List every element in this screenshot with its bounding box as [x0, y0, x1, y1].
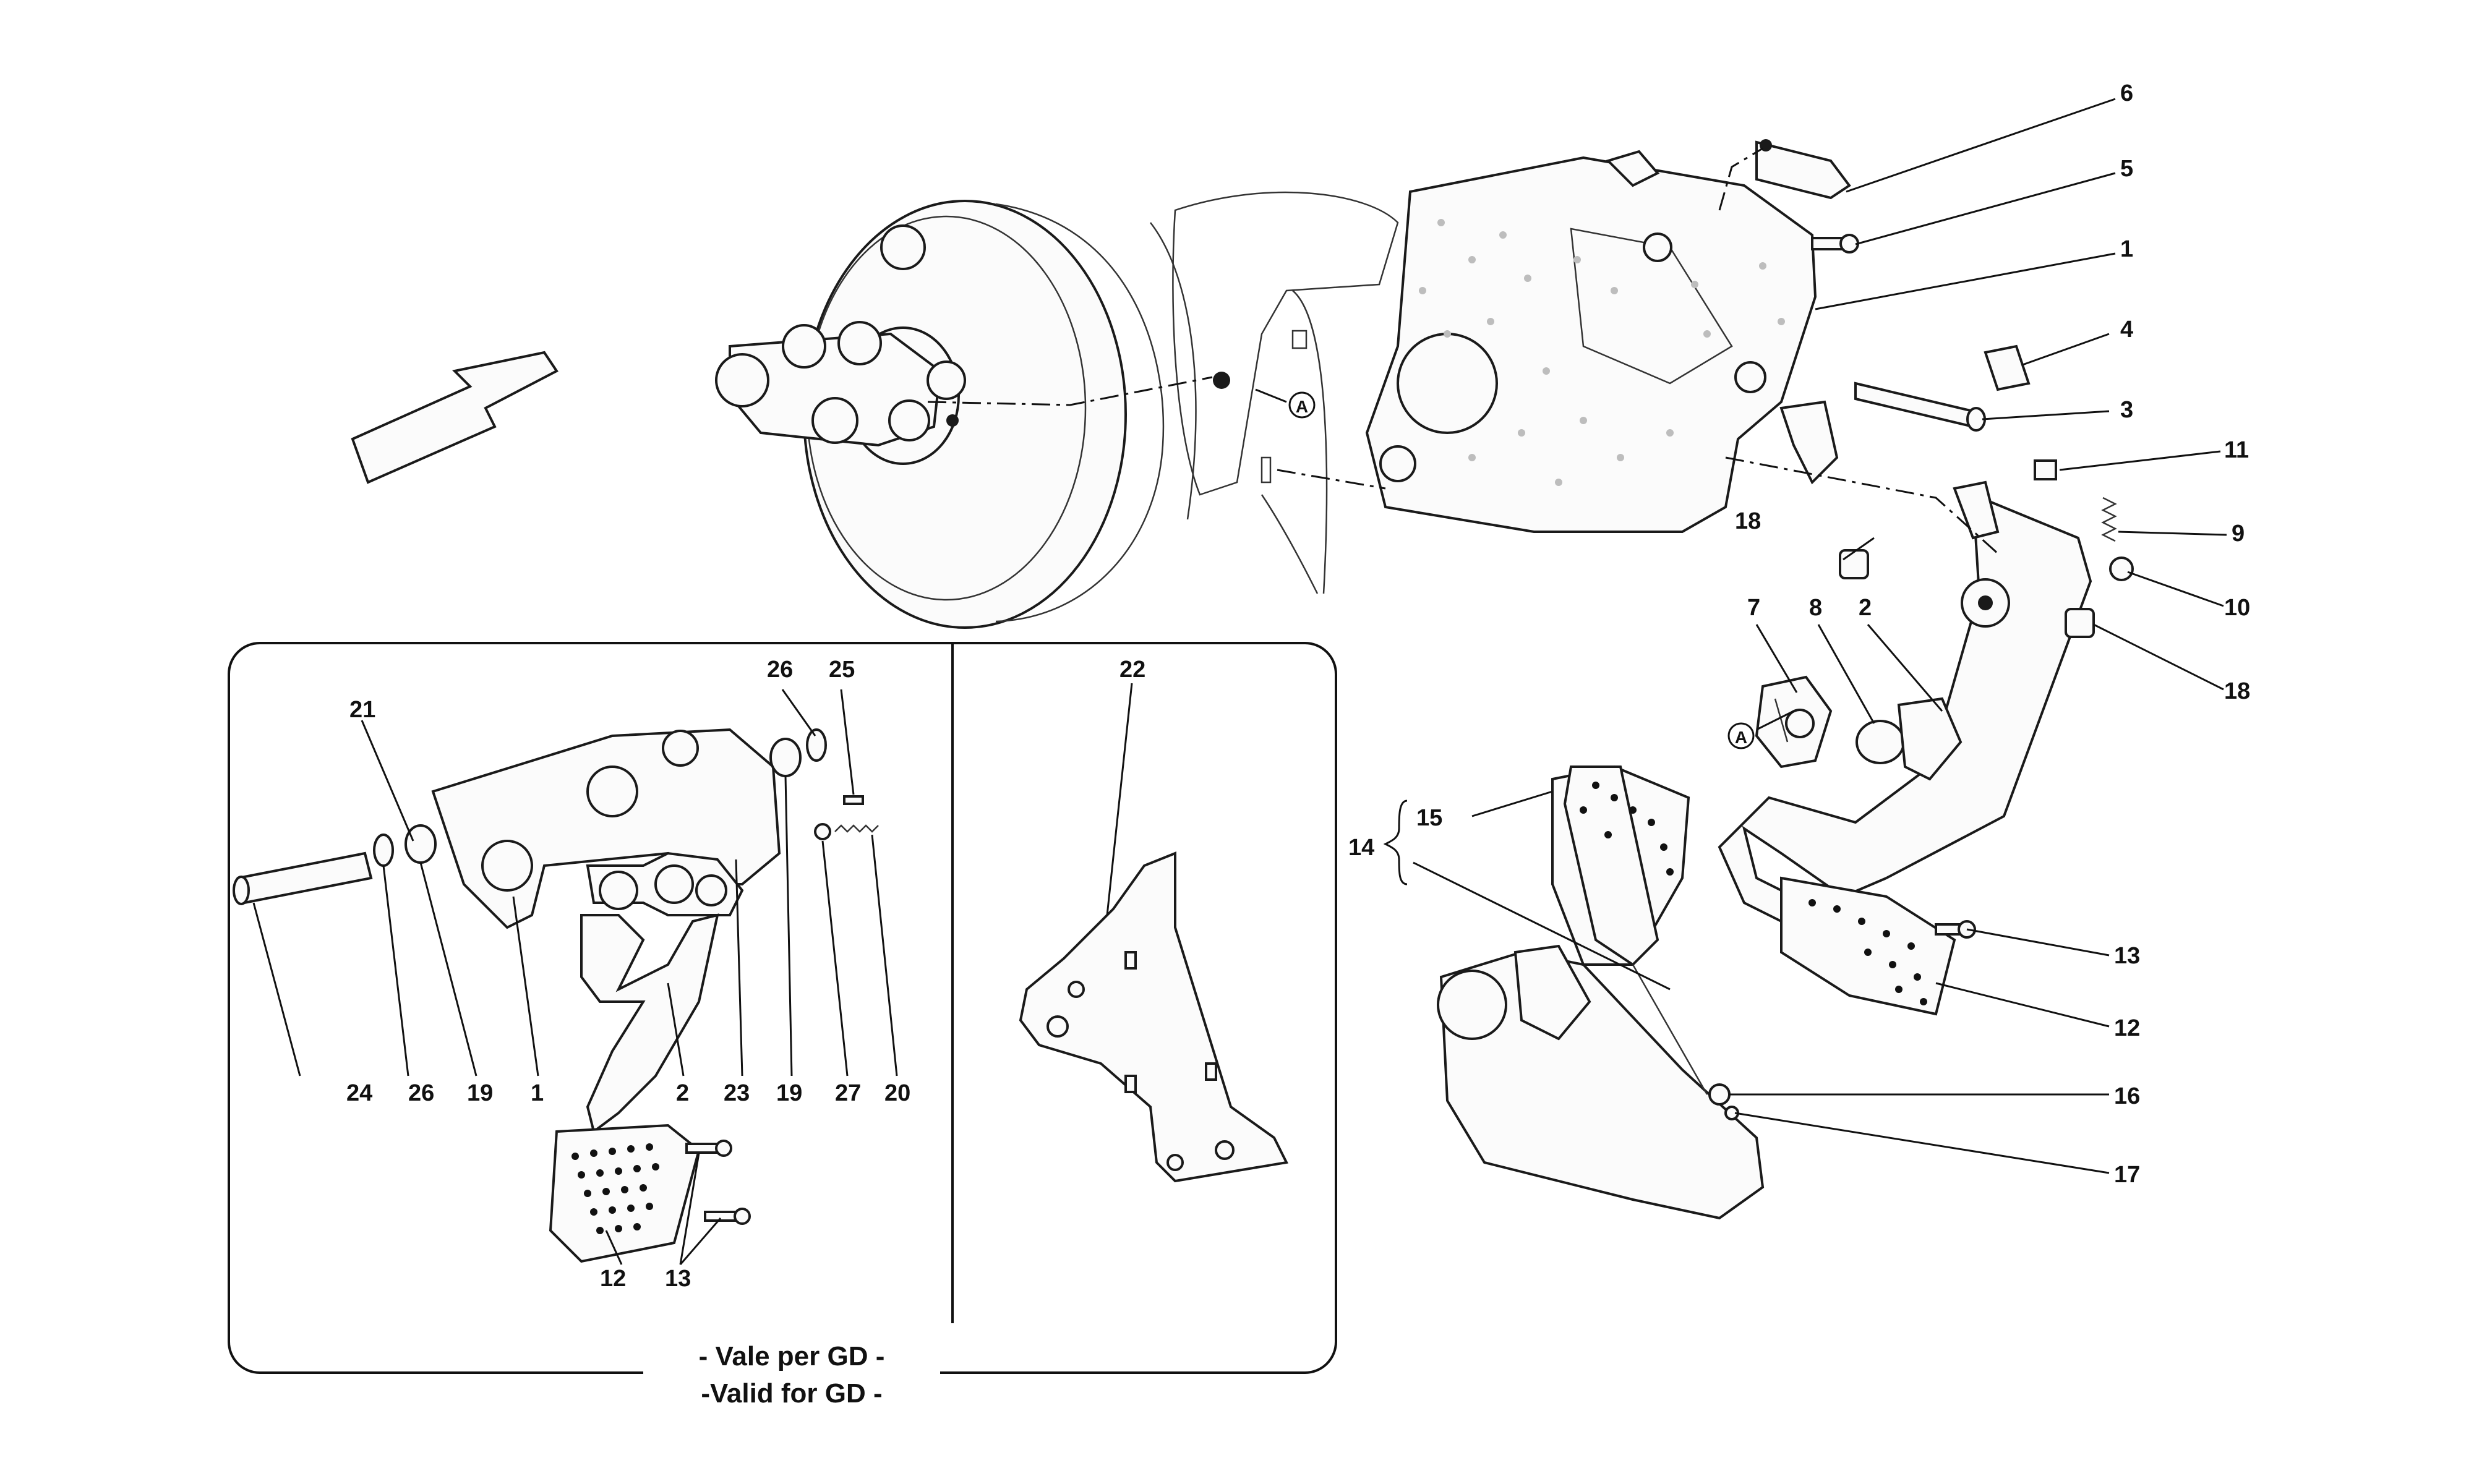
callout-17: 17 — [2114, 1162, 2140, 1188]
callout-19-right: 19 — [776, 1080, 802, 1106]
callout-26-top: 26 — [767, 657, 793, 683]
pin-3 — [1854, 382, 1986, 432]
svg-text:A: A — [1296, 397, 1308, 416]
nut-10 — [2109, 556, 2134, 581]
firewall-plate — [1172, 191, 1399, 594]
inset-bushing-19-right — [769, 738, 802, 777]
callout-9: 9 — [2232, 521, 2245, 547]
callout-7: 7 — [1747, 595, 1760, 621]
callout-10: 10 — [2224, 595, 2250, 621]
spring-9 — [2101, 497, 2117, 542]
svg-text:A: A — [1735, 728, 1747, 747]
inset-pedal-box — [431, 728, 781, 929]
callout-21: 21 — [349, 697, 375, 723]
callout-labels-main: 6 5 1 4 3 11 9 18 10 7 8 2 18 15 14 13 1… — [1348, 80, 2250, 1188]
callout-6: 6 — [2120, 80, 2133, 106]
callout-2-inset: 2 — [676, 1080, 689, 1106]
callout-8: 8 — [1809, 595, 1822, 621]
clip-4 — [1984, 344, 2031, 391]
callout-3: 3 — [2120, 397, 2133, 423]
callout-16: 16 — [2114, 1083, 2140, 1109]
inset-spring-20 — [834, 824, 879, 833]
alignment-lines — [927, 147, 1999, 555]
callout-23: 23 — [724, 1080, 750, 1106]
inset-washer-26-left — [373, 834, 394, 867]
reference-marker-a-lower: A — [1727, 710, 1794, 749]
callout-14: 14 — [1348, 835, 1374, 861]
callout-13-main: 13 — [2114, 943, 2140, 969]
callout-2-main: 2 — [1859, 595, 1872, 621]
callout-labels-inset: 21 26 25 1 2 19 23 24 26 19 27 20 12 13 … — [346, 657, 1145, 1292]
clip-11 — [2034, 459, 2057, 480]
stop-light-switch — [1755, 139, 1851, 200]
callout-22: 22 — [1119, 657, 1145, 683]
note-valid-for-gd: -Valid for GD - — [701, 1378, 882, 1409]
inset-washer-26-right — [806, 728, 827, 762]
callout-18-upper: 18 — [1735, 508, 1761, 534]
callout-26-bottom: 26 — [408, 1080, 434, 1106]
inset-frame — [228, 642, 1337, 1397]
callout-12-inset: 12 — [600, 1266, 626, 1292]
nut-16 — [1708, 1083, 1731, 1106]
inset-screw-25 — [843, 795, 864, 805]
screw-5 — [1811, 234, 1859, 254]
inset-bushing-19-left — [404, 824, 437, 864]
housing-texture — [1419, 219, 1785, 486]
callout-19-left: 19 — [467, 1080, 493, 1106]
inset-nut-27 — [814, 823, 831, 840]
brake-pedal-pad — [1780, 876, 1956, 1016]
pedal-position-sensor — [1755, 675, 1833, 769]
inset-leader-lines — [252, 683, 1133, 1265]
accelerator-pedal-assembly — [1437, 765, 1765, 1220]
inset-pin-24 — [233, 851, 373, 905]
sensor-bracket — [1856, 697, 1963, 781]
brake-pedal — [1718, 480, 2092, 929]
pedal-box-housing — [1365, 150, 1839, 533]
inset-pedal-pad — [549, 1124, 701, 1263]
reference-marker-a-upper: A — [1255, 388, 1316, 419]
callout-4: 4 — [2120, 317, 2133, 343]
callout-11: 11 — [2224, 437, 2249, 463]
callout-20: 20 — [884, 1080, 910, 1106]
callout-1: 1 — [2120, 236, 2133, 262]
inset-bracket-22 — [1019, 851, 1288, 1183]
bushing-18-upper — [1839, 549, 1869, 579]
master-cylinder — [715, 321, 966, 447]
leader-lines — [1383, 98, 2227, 1174]
inset-screws-13 — [685, 1140, 751, 1225]
callout-5: 5 — [2120, 156, 2133, 182]
inset-note: - Vale per GD - -Valid for GD - — [699, 1341, 885, 1409]
callout-25: 25 — [829, 657, 855, 683]
callout-15: 15 — [1416, 805, 1442, 831]
inset-clutch-pedal — [580, 913, 719, 1134]
bushing-18-lower — [2065, 608, 2095, 638]
callout-1-inset: 1 — [531, 1080, 544, 1106]
direction-arrow-icon — [351, 351, 559, 484]
callout-27: 27 — [835, 1080, 861, 1106]
callout-24: 24 — [346, 1080, 372, 1106]
callout-13-inset: 13 — [665, 1266, 691, 1292]
callout-18-lower: 18 — [2224, 678, 2250, 704]
note-vale-per-gd: - Vale per GD - — [699, 1341, 885, 1371]
callout-12-main: 12 — [2114, 1015, 2140, 1041]
